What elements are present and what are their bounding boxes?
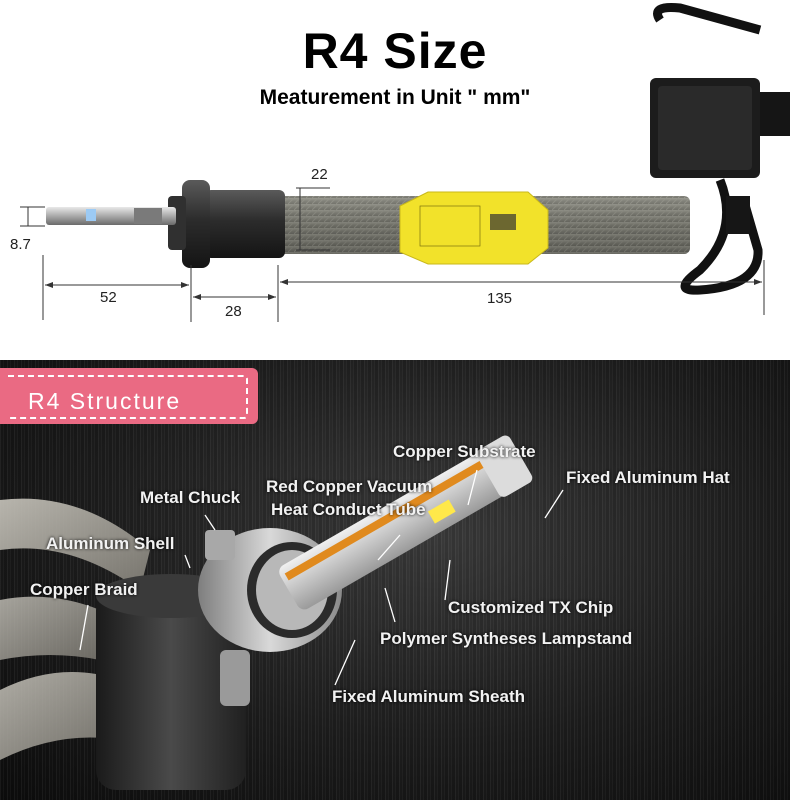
dim-52: 52 — [100, 289, 117, 306]
size-title: R4 Size — [302, 23, 488, 79]
size-subtitle: Meaturement in Unit " mm" — [259, 86, 531, 109]
structure-section: R4 Structure — [0, 360, 790, 800]
aluminum-shell-body — [96, 590, 246, 790]
tx-chip — [427, 499, 456, 524]
structure-label-badge: R4 Structure — [0, 368, 258, 424]
power-wire — [653, 3, 762, 35]
bulb-structure-illustration — [0, 435, 564, 790]
plug — [726, 196, 750, 234]
dim-22: 22 — [311, 166, 328, 183]
label-heat-conduct-tube: Heat Conduct Tube — [271, 500, 426, 519]
led-stick — [279, 435, 533, 610]
label-red-copper-vacuum: Red Copper Vacuum — [266, 477, 433, 496]
label-fixed-aluminum-sheath: Fixed Aluminum Sheath — [332, 687, 526, 706]
dimension-lines — [20, 187, 765, 322]
heat-sink-housing — [205, 190, 285, 258]
dim-28: 28 — [225, 303, 242, 320]
label-polymer-lampstand: Polymer Syntheses Lampstand — [380, 629, 633, 648]
label-customized-tx-chip: Customized TX Chip — [448, 598, 614, 617]
size-section: R4 Size Meaturement in Unit " mm" — [0, 0, 790, 360]
leader-lines — [79, 469, 564, 686]
label-aluminum-shell: Aluminum Shell — [46, 534, 175, 553]
dim-8-7: 8.7 — [10, 236, 31, 253]
copper-tube — [284, 453, 497, 581]
structure-label: R4 Structure — [28, 388, 182, 414]
label-fixed-aluminum-hat: Fixed Aluminum Hat — [566, 468, 730, 487]
connector — [760, 92, 790, 136]
warning-tag — [399, 191, 549, 265]
dim-135: 135 — [487, 290, 513, 307]
copper-braid-ribbon — [0, 498, 150, 590]
label-metal-chuck: Metal Chuck — [140, 488, 241, 507]
label-copper-braid: Copper Braid — [30, 580, 138, 599]
bulb-dimension-drawing — [20, 3, 790, 322]
label-copper-substrate: Copper Substrate — [393, 442, 536, 461]
